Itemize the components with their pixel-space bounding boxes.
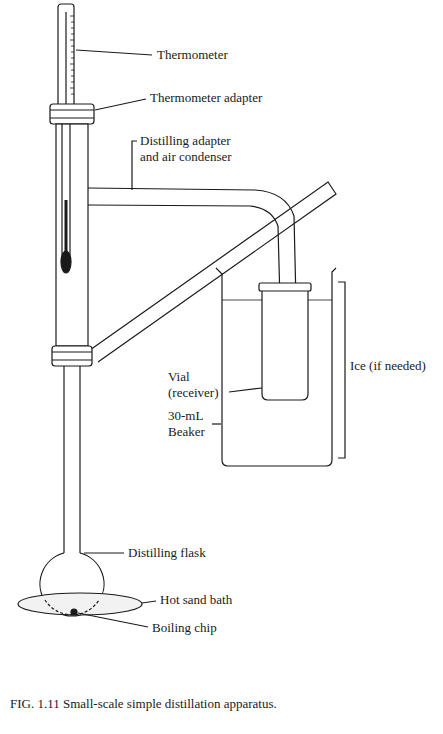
part-label: 30-mL Beaker [168,408,212,440]
part-label: Boiling chip [152,620,302,636]
part-label: Distilling adapter and air condenser [140,133,252,165]
part-label: Distilling flask [128,545,278,561]
part-label: Ice (if needed) [350,358,440,374]
part-label: Hot sand bath [160,592,310,608]
figure-caption: FIG. 1.11 Small-scale simple distillatio… [10,696,430,712]
part-label: Vial (receiver) [168,369,230,401]
part-label: Thermometer [157,47,307,63]
part-label: Thermometer adapter [150,90,330,106]
